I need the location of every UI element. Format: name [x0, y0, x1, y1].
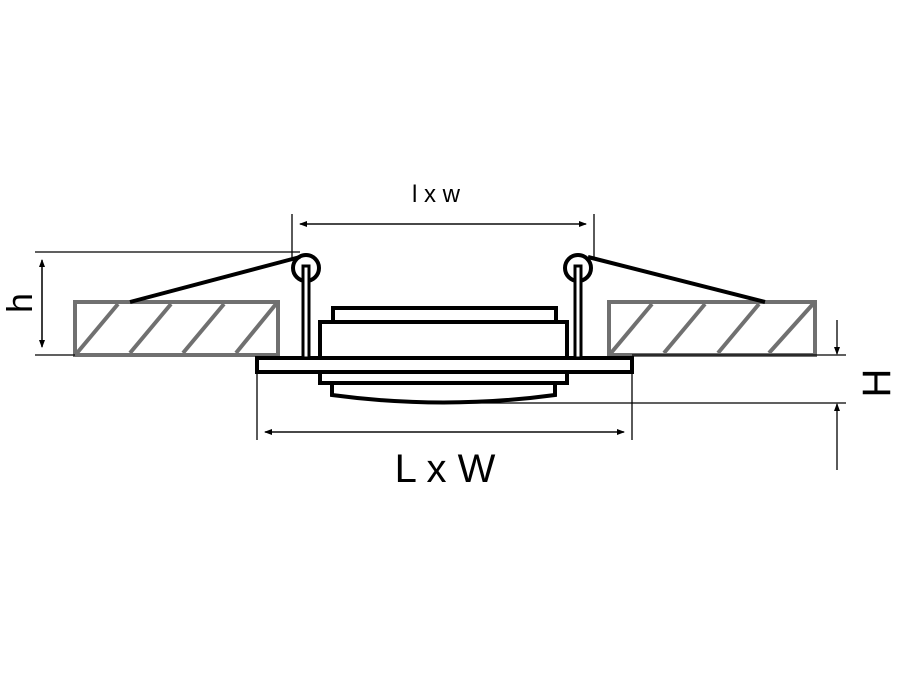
cutout-dimension-label: l x w — [412, 181, 461, 208]
spring-clips — [129, 253, 766, 360]
ceiling-panel-left — [73, 300, 280, 357]
fixture-body — [255, 306, 634, 405]
total-height-label: H — [855, 369, 899, 398]
dimension-lines — [35, 214, 846, 470]
recess-height-label: h — [0, 293, 40, 313]
overall-dimension-label: L x W — [395, 447, 496, 491]
ceiling-panel-right — [607, 300, 817, 357]
